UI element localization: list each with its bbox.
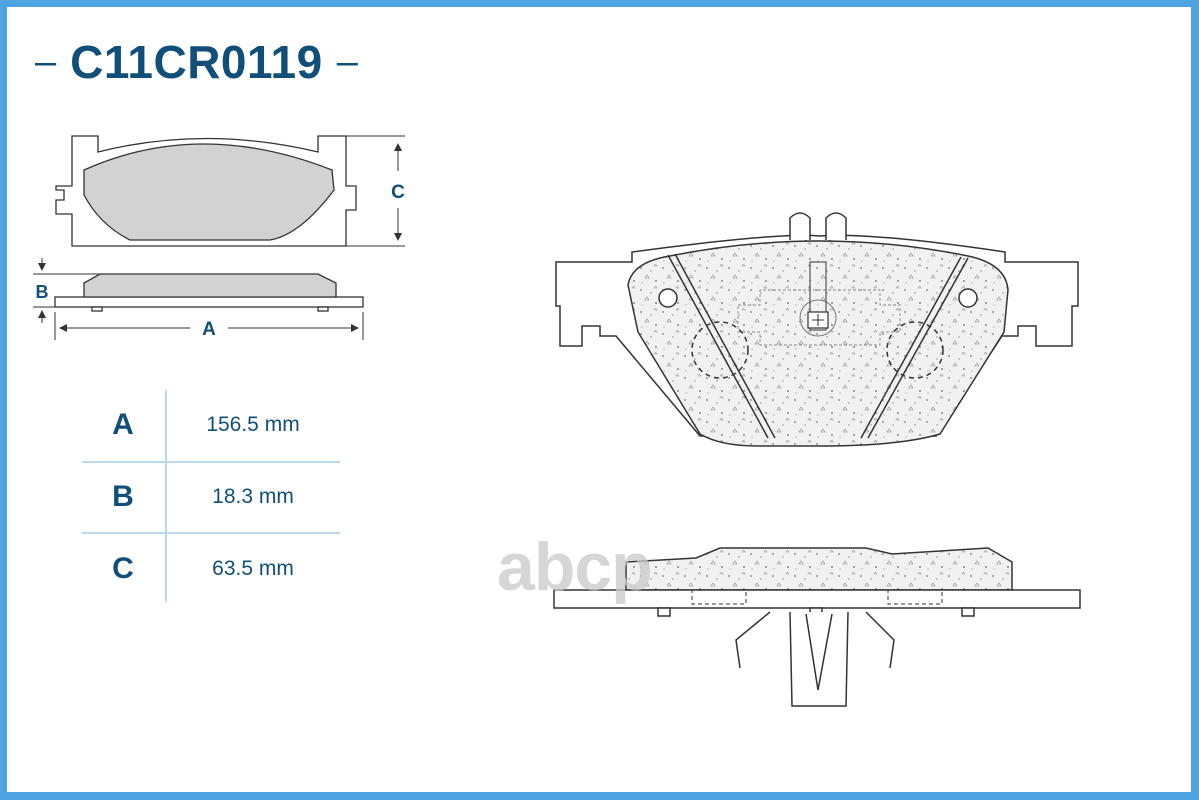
dim-label-b: B: [36, 282, 49, 302]
table-divider: [82, 461, 340, 463]
spec-key: A: [112, 408, 134, 441]
dimension-b: [33, 258, 100, 323]
dim-label-a: A: [202, 319, 216, 340]
spec-key: C: [112, 552, 134, 585]
pad-side-view-small: [54, 273, 364, 312]
table-row: B 18.3 mm: [82, 462, 340, 532]
dimension-a: [54, 312, 364, 340]
page-frame: [7, 7, 1191, 792]
watermark-logo: abcp: [497, 529, 653, 605]
dim-label-c: C: [391, 182, 405, 203]
table-divider: [82, 532, 340, 534]
table-row: C 63.5 mm: [82, 534, 340, 604]
table-row: A 156.5 mm: [82, 390, 340, 460]
title-dash-right: –: [336, 40, 358, 83]
table-divider-vertical: [165, 390, 167, 602]
spec-key: B: [112, 480, 134, 513]
part-number: C11CR0119: [70, 36, 323, 88]
pad-side-view-large: [553, 547, 1081, 707]
spec-value: 63.5 mm: [212, 557, 294, 580]
dimension-c: [346, 135, 405, 247]
pad-front-view-small: [55, 135, 357, 247]
dimension-table: A 156.5 mm B 18.3 mm C 63.5 mm: [82, 390, 340, 602]
pad-front-view-large: [555, 212, 1079, 447]
product-title: – C11CR0119 –: [35, 32, 358, 92]
spec-value: 18.3 mm: [212, 485, 294, 508]
title-dash-left: –: [35, 40, 57, 83]
spec-value: 156.5 mm: [206, 413, 300, 436]
